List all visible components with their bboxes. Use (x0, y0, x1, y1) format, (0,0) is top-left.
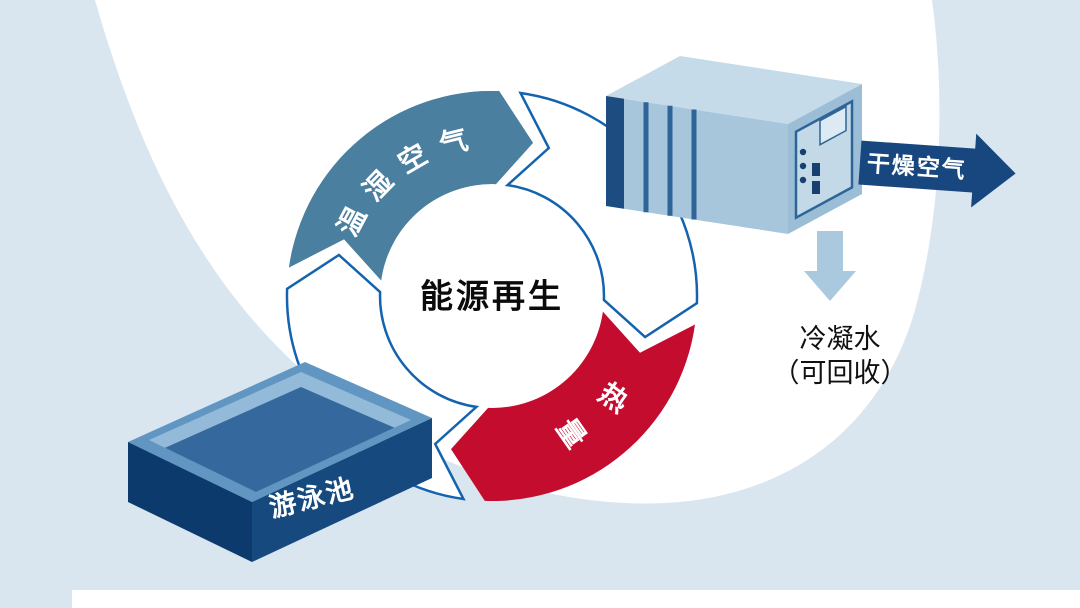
cycle-center-label: 能源再生 (420, 278, 564, 315)
dehumidifier-unit (606, 56, 862, 234)
machine-vent-2 (812, 181, 820, 194)
background-bottom-band (72, 590, 1080, 608)
machine-button-1 (799, 148, 807, 156)
condensate-label-line1: 冷凝水 (800, 324, 881, 354)
dry-air-arrow-shape (858, 133, 1016, 208)
ring-segment-humid-air-body (289, 90, 533, 281)
machine-front-face (606, 96, 788, 234)
condensate-group: 冷凝水 （可回收） (773, 231, 908, 388)
condensate-down-arrow (804, 231, 856, 301)
ring-segment-top-right (504, 91, 699, 339)
pool-front-left-face (128, 442, 252, 562)
machine-button-2 (799, 162, 807, 170)
machine-top-face (606, 56, 862, 124)
machine-left-endcap (606, 96, 624, 209)
machine-vent-1 (812, 163, 820, 176)
pool-front-right-face (252, 418, 432, 562)
machine-display-window (819, 105, 847, 146)
dry-air-arrow: 干燥空气 (858, 133, 1016, 208)
machine-button-3 (799, 176, 807, 184)
condensate-label-line2: （可回收） (773, 358, 908, 388)
ring-segment-heat (451, 311, 695, 502)
pool-illustration: 游泳池 (128, 362, 432, 562)
